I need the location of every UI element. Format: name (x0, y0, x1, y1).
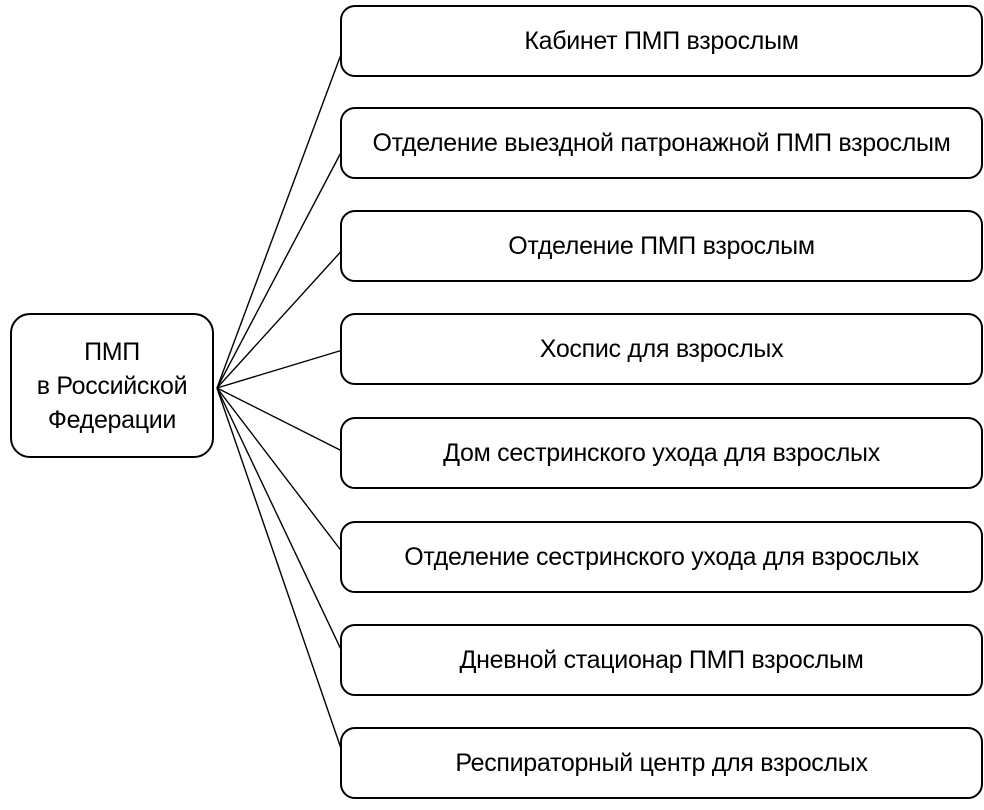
branch-label: Дом сестринского ухода для взрослых (443, 438, 880, 467)
connector-line-5 (216, 387, 347, 454)
branch-node-vyezdnaya-patronazhnaya: Отделение выездной патронажной ПМП взрос… (340, 107, 983, 179)
connector-line-4 (216, 348, 347, 389)
branch-node-hospis: Хоспис для взрослых (340, 313, 983, 385)
branch-node-dnevnoy-stacionar: Дневной стационар ПМП взрослым (340, 624, 983, 696)
branch-label: Отделение ПМП взрослым (508, 231, 815, 260)
connector-line-8 (216, 387, 347, 764)
branch-label: Хоспис для взрослых (539, 334, 784, 363)
branch-node-otdelenie-pmp: Отделение ПМП взрослым (340, 210, 983, 282)
root-label-line-1: ПМП (84, 337, 140, 366)
connector-line-2 (216, 142, 347, 389)
branch-node-respiratornyy-centr: Респираторный центр для взрослых (340, 727, 983, 799)
root-node-pmp-russia: ПМП в Российской Федерации (10, 313, 214, 458)
branch-node-dom-sestrinskogo-uhoda: Дом сестринского ухода для взрослых (340, 417, 983, 489)
root-label-line-3: Федерации (47, 405, 177, 434)
branch-label: Дневной стационар ПМП взрослым (459, 645, 864, 674)
branch-label: Отделение сестринского ухода для взрослы… (404, 542, 919, 571)
branch-node-otdelenie-sestrinskogo-uhoda: Отделение сестринского ухода для взрослы… (340, 521, 983, 593)
root-node-label: ПМП в Российской Федерации (37, 335, 188, 437)
connector-line-7 (216, 387, 347, 661)
branch-label: Респираторный центр для взрослых (455, 748, 868, 777)
branch-node-kabinet-pmp: Кабинет ПМП взрослым (340, 5, 983, 77)
connector-line-6 (216, 387, 347, 558)
connector-line-1 (216, 40, 347, 389)
branch-label: Кабинет ПМП взрослым (524, 26, 799, 55)
branch-label: Отделение выездной патронажной ПМП взрос… (372, 128, 951, 157)
root-label-line-2: в Российской (36, 371, 188, 400)
connector-line-3 (216, 245, 347, 389)
